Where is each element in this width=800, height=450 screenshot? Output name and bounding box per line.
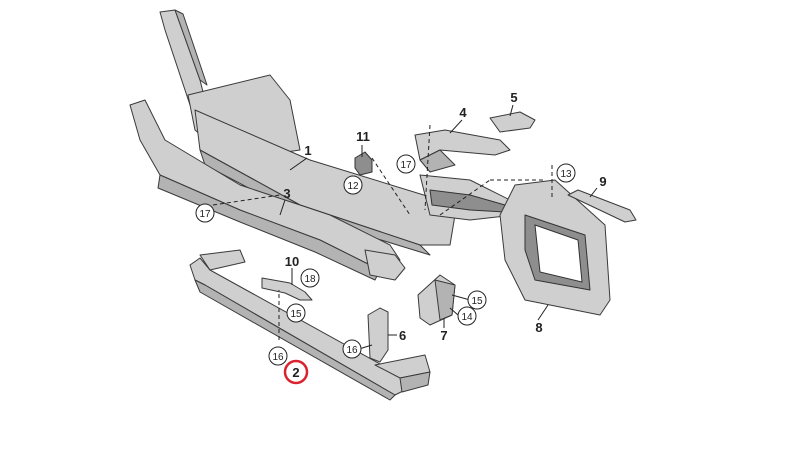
bracket-part-6: [367, 307, 389, 363]
callout-9: 9: [599, 174, 606, 189]
svg-text:15: 15: [290, 309, 302, 320]
circled-16-a: 16: [268, 346, 288, 366]
svg-text:16: 16: [346, 345, 358, 356]
svg-text:18: 18: [304, 274, 316, 285]
svg-text:17: 17: [400, 160, 412, 171]
leader-lines: [212, 104, 598, 350]
callout-4: 4: [459, 105, 467, 120]
callout-3: 3: [283, 186, 290, 201]
circled-15-a: 15: [467, 290, 487, 310]
circled-17-a: 17: [195, 203, 215, 223]
circled-18: 18: [300, 268, 320, 288]
svg-text:12: 12: [347, 181, 359, 192]
callout-2: 2: [292, 365, 299, 380]
callout-5: 5: [510, 90, 517, 105]
circled-17-b: 17: [396, 154, 416, 174]
trim-strip-part-9: [567, 189, 637, 223]
svg-text:15: 15: [471, 296, 483, 307]
callout-2-highlight: 2: [283, 359, 309, 385]
bumper-beam-part-2: [189, 249, 431, 401]
circled-14: 14: [457, 306, 477, 326]
callout-11: 11: [356, 129, 370, 144]
carrier-part-1: [159, 9, 516, 256]
callout-6: 6: [399, 328, 406, 343]
circled-15-b: 15: [286, 303, 306, 323]
svg-text:16: 16: [272, 352, 284, 363]
clip-part-11: [354, 151, 373, 176]
circled-13: 13: [556, 163, 576, 183]
bracket-part-4: [414, 129, 511, 173]
svg-text:17: 17: [199, 209, 211, 220]
bracket-part-5: [489, 111, 536, 133]
callout-1: 1: [304, 143, 311, 158]
callout-10: 10: [285, 254, 299, 269]
callout-7: 7: [440, 328, 447, 343]
svg-text:14: 14: [461, 312, 473, 323]
bracket-part-7: [417, 274, 456, 326]
svg-text:13: 13: [560, 169, 572, 180]
circled-12: 12: [343, 175, 363, 195]
carrier-part-3: [129, 99, 406, 281]
circled-16-b: 16: [342, 339, 362, 359]
callout-8: 8: [535, 320, 542, 335]
